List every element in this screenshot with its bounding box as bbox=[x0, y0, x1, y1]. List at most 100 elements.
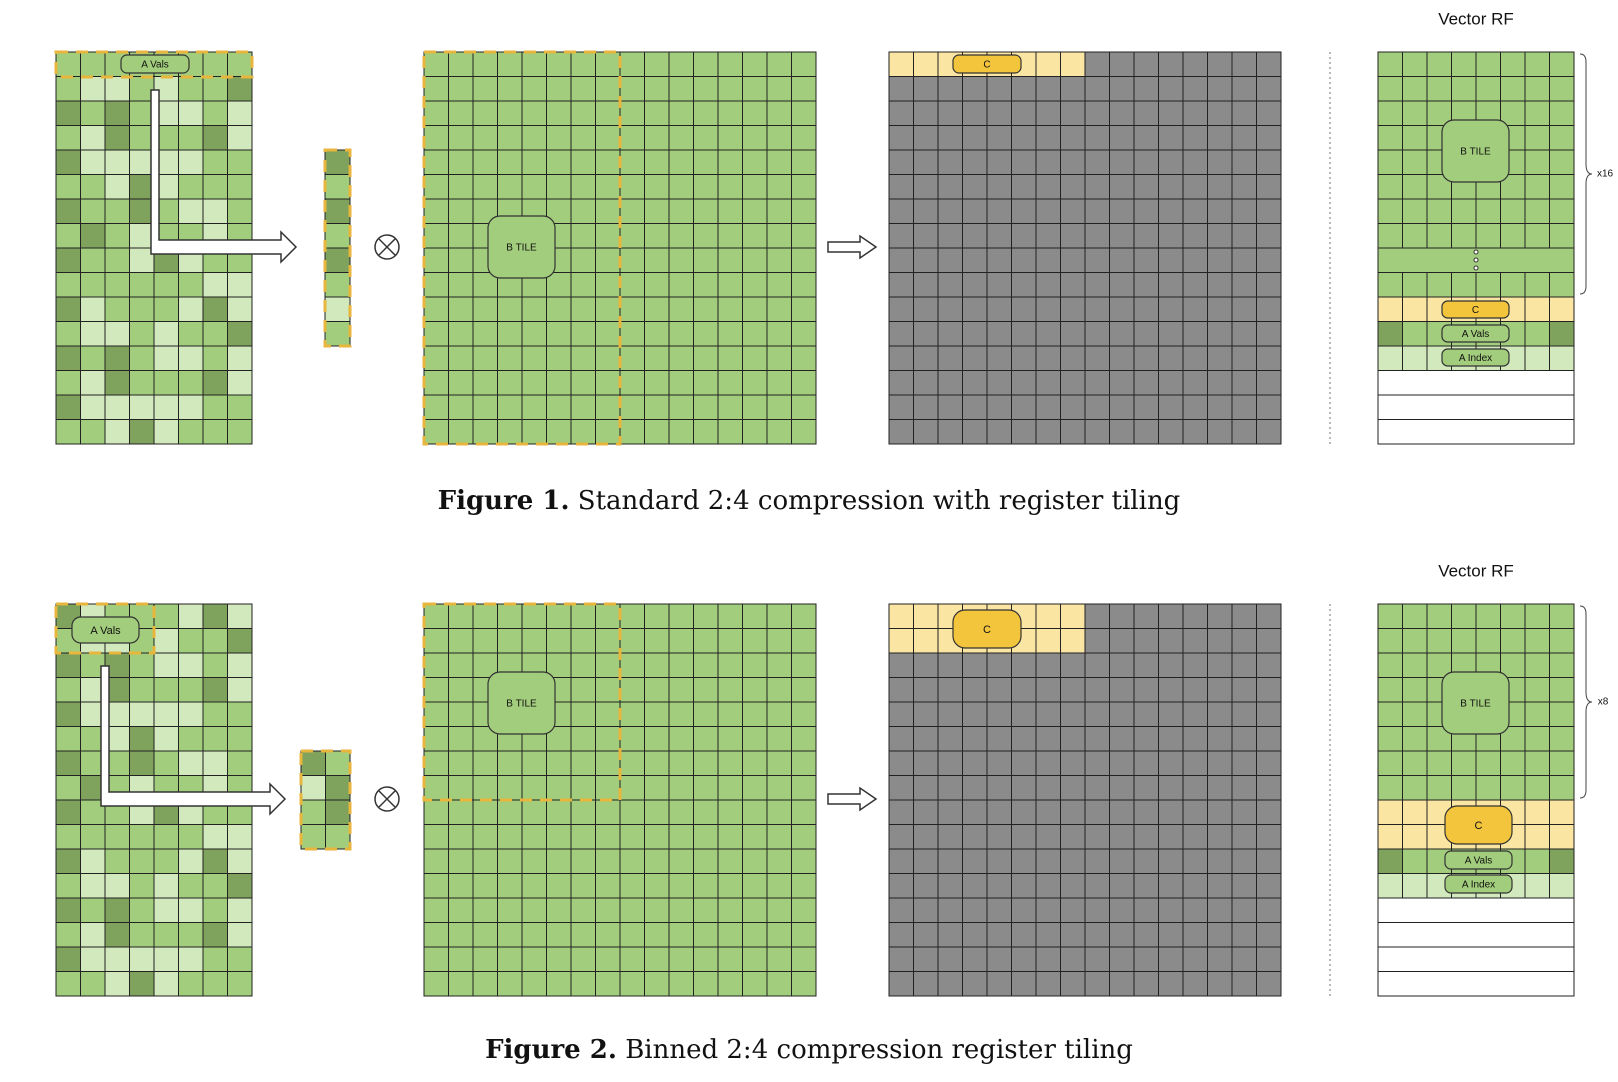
fig1-b-matrix-cell bbox=[693, 296, 719, 322]
fig2-c-matrix-cell bbox=[888, 873, 914, 899]
fig2-b-matrix-cell bbox=[766, 701, 792, 727]
fig2-c-matrix-cell bbox=[937, 971, 963, 997]
fig1-c-matrix-cell bbox=[1256, 149, 1282, 175]
fig1-rf-cell bbox=[1500, 272, 1526, 298]
fig2-c-matrix-cell bbox=[1182, 726, 1208, 752]
fig1-a-matrix-cell bbox=[104, 100, 130, 126]
fig1-c-matrix-cell bbox=[962, 419, 988, 445]
fig1-b-matrix-cell bbox=[717, 247, 743, 273]
fig1-rf-cell bbox=[1402, 296, 1428, 322]
fig1-b-matrix-cell bbox=[595, 100, 621, 126]
fig2-c-matrix-cell bbox=[1182, 628, 1208, 654]
fig2-b-matrix-cell bbox=[619, 971, 645, 997]
fig2-a-matrix-cell bbox=[227, 873, 253, 899]
fig2-rf-row bbox=[1377, 922, 1575, 948]
fig2-c-matrix-cell bbox=[1158, 848, 1184, 874]
fig1-b-matrix-cell bbox=[595, 76, 621, 102]
fig2-b-matrix-cell bbox=[693, 873, 719, 899]
fig2-rf-cell bbox=[1377, 677, 1403, 703]
fig1-rf-cell bbox=[1377, 345, 1403, 371]
fig1-b-matrix-cell bbox=[448, 419, 474, 445]
fig1-a-matrix-cell bbox=[104, 419, 130, 445]
fig1-b-matrix-cell bbox=[619, 51, 645, 77]
fig2-c-matrix-cell bbox=[962, 726, 988, 752]
fig1-rf-cell bbox=[1451, 51, 1477, 77]
fig2-c-matrix-cell bbox=[937, 922, 963, 948]
fig2-b-matrix-cell bbox=[791, 652, 817, 678]
fig1-c-matrix-cell bbox=[1011, 370, 1037, 396]
fig1-c-matrix-cell bbox=[1035, 100, 1061, 126]
fig2-c-matrix-cell bbox=[1060, 652, 1086, 678]
fig1-b-matrix-cell bbox=[546, 100, 572, 126]
fig2-c-matrix-cell bbox=[1109, 677, 1135, 703]
fig1-c-matrix-cell bbox=[1133, 149, 1159, 175]
fig2-b-matrix-cell bbox=[423, 603, 449, 629]
fig2-c-matrix-cell bbox=[937, 799, 963, 825]
fig1-b-matrix bbox=[423, 51, 817, 445]
fig1-b-matrix-cell bbox=[570, 272, 596, 298]
fig2-c-matrix-cell bbox=[1084, 922, 1110, 948]
fig2-b-matrix-cell bbox=[717, 775, 743, 801]
fig1-b-matrix-cell bbox=[766, 247, 792, 273]
fig1-c-matrix-cell bbox=[1207, 149, 1233, 175]
fig1-a-matrix-cell bbox=[227, 370, 253, 396]
fig2-b-matrix-cell bbox=[619, 873, 645, 899]
fig1-rf-cell bbox=[1475, 51, 1501, 77]
fig2-rf-cell bbox=[1402, 701, 1428, 727]
fig1-b-matrix-cell bbox=[570, 125, 596, 151]
fig2-b-matrix-cell bbox=[644, 726, 670, 752]
fig2-b-matrix-cell bbox=[766, 922, 792, 948]
fig2-c-matrix-cell bbox=[1060, 971, 1086, 997]
fig2-b-matrix-cell bbox=[619, 726, 645, 752]
fig2-c-matrix-cell bbox=[1084, 824, 1110, 850]
fig2-a-matrix-cell bbox=[202, 848, 228, 874]
fig1-b-matrix-cell bbox=[546, 76, 572, 102]
fig2-rf-cell bbox=[1549, 824, 1575, 850]
fig1-c-matrix-cell bbox=[888, 76, 914, 102]
fig1-c-matrix-cell bbox=[1109, 345, 1135, 371]
fig2-b-matrix bbox=[423, 603, 817, 997]
fig2-b-matrix-cell bbox=[619, 946, 645, 972]
fig2-b-matrix-cell bbox=[423, 701, 449, 727]
fig2-c-matrix-cell bbox=[1109, 628, 1135, 654]
fig1-b-matrix-cell bbox=[521, 100, 547, 126]
fig2-b-matrix-cell bbox=[448, 628, 474, 654]
fig2-a-matrix-cell bbox=[55, 971, 81, 997]
fig2-b-matrix-cell bbox=[717, 799, 743, 825]
fig1-b-matrix-cell bbox=[693, 174, 719, 200]
fig1-c-matrix-cell bbox=[986, 296, 1012, 322]
fig1-rf-dots-icon bbox=[1473, 257, 1479, 263]
fig2-c-matrix-cell bbox=[1084, 799, 1110, 825]
fig2-b-matrix-cell bbox=[595, 603, 621, 629]
fig1-c-matrix-cell bbox=[1060, 419, 1086, 445]
fig2-b-matrix-cell bbox=[668, 922, 694, 948]
fig1-b-matrix-cell bbox=[742, 419, 768, 445]
fig1-c-matrix-cell bbox=[1133, 296, 1159, 322]
fig1-b-matrix-cell bbox=[791, 125, 817, 151]
fig1-b-matrix-cell bbox=[472, 125, 498, 151]
fig1-b-matrix-cell bbox=[497, 370, 523, 396]
fig2-a-matrix-cell bbox=[129, 848, 155, 874]
fig2-b-matrix-cell bbox=[766, 873, 792, 899]
fig1-c-matrix-cell bbox=[1182, 370, 1208, 396]
fig1-a-matrix-cell bbox=[80, 149, 106, 175]
fig1-b-matrix-cell bbox=[742, 296, 768, 322]
fig2-rf-cell bbox=[1524, 775, 1550, 801]
fig2-c-matrix-cell bbox=[1011, 824, 1037, 850]
fig1-b-matrix-cell bbox=[497, 419, 523, 445]
fig2-a-matrix-cell bbox=[227, 603, 253, 629]
fig2-c-matrix-cell bbox=[888, 946, 914, 972]
fig1-c-matrix-cell bbox=[1109, 174, 1135, 200]
fig1-c-matrix-cell bbox=[1182, 149, 1208, 175]
fig2-c-matrix-cell bbox=[962, 946, 988, 972]
fig2-rf-cell bbox=[1524, 726, 1550, 752]
fig2-b-matrix-cell bbox=[791, 775, 817, 801]
fig2-b-matrix-cell bbox=[570, 922, 596, 948]
fig2-b-matrix-cell bbox=[423, 971, 449, 997]
fig2-b-matrix-cell bbox=[791, 897, 817, 923]
fig2-c-matrix-cell bbox=[888, 726, 914, 752]
fig1-c-matrix-cell bbox=[937, 345, 963, 371]
fig1-c-matrix-cell bbox=[937, 223, 963, 249]
fig2-rf-cell bbox=[1549, 701, 1575, 727]
fig1-c-matrix-cell bbox=[1133, 272, 1159, 298]
